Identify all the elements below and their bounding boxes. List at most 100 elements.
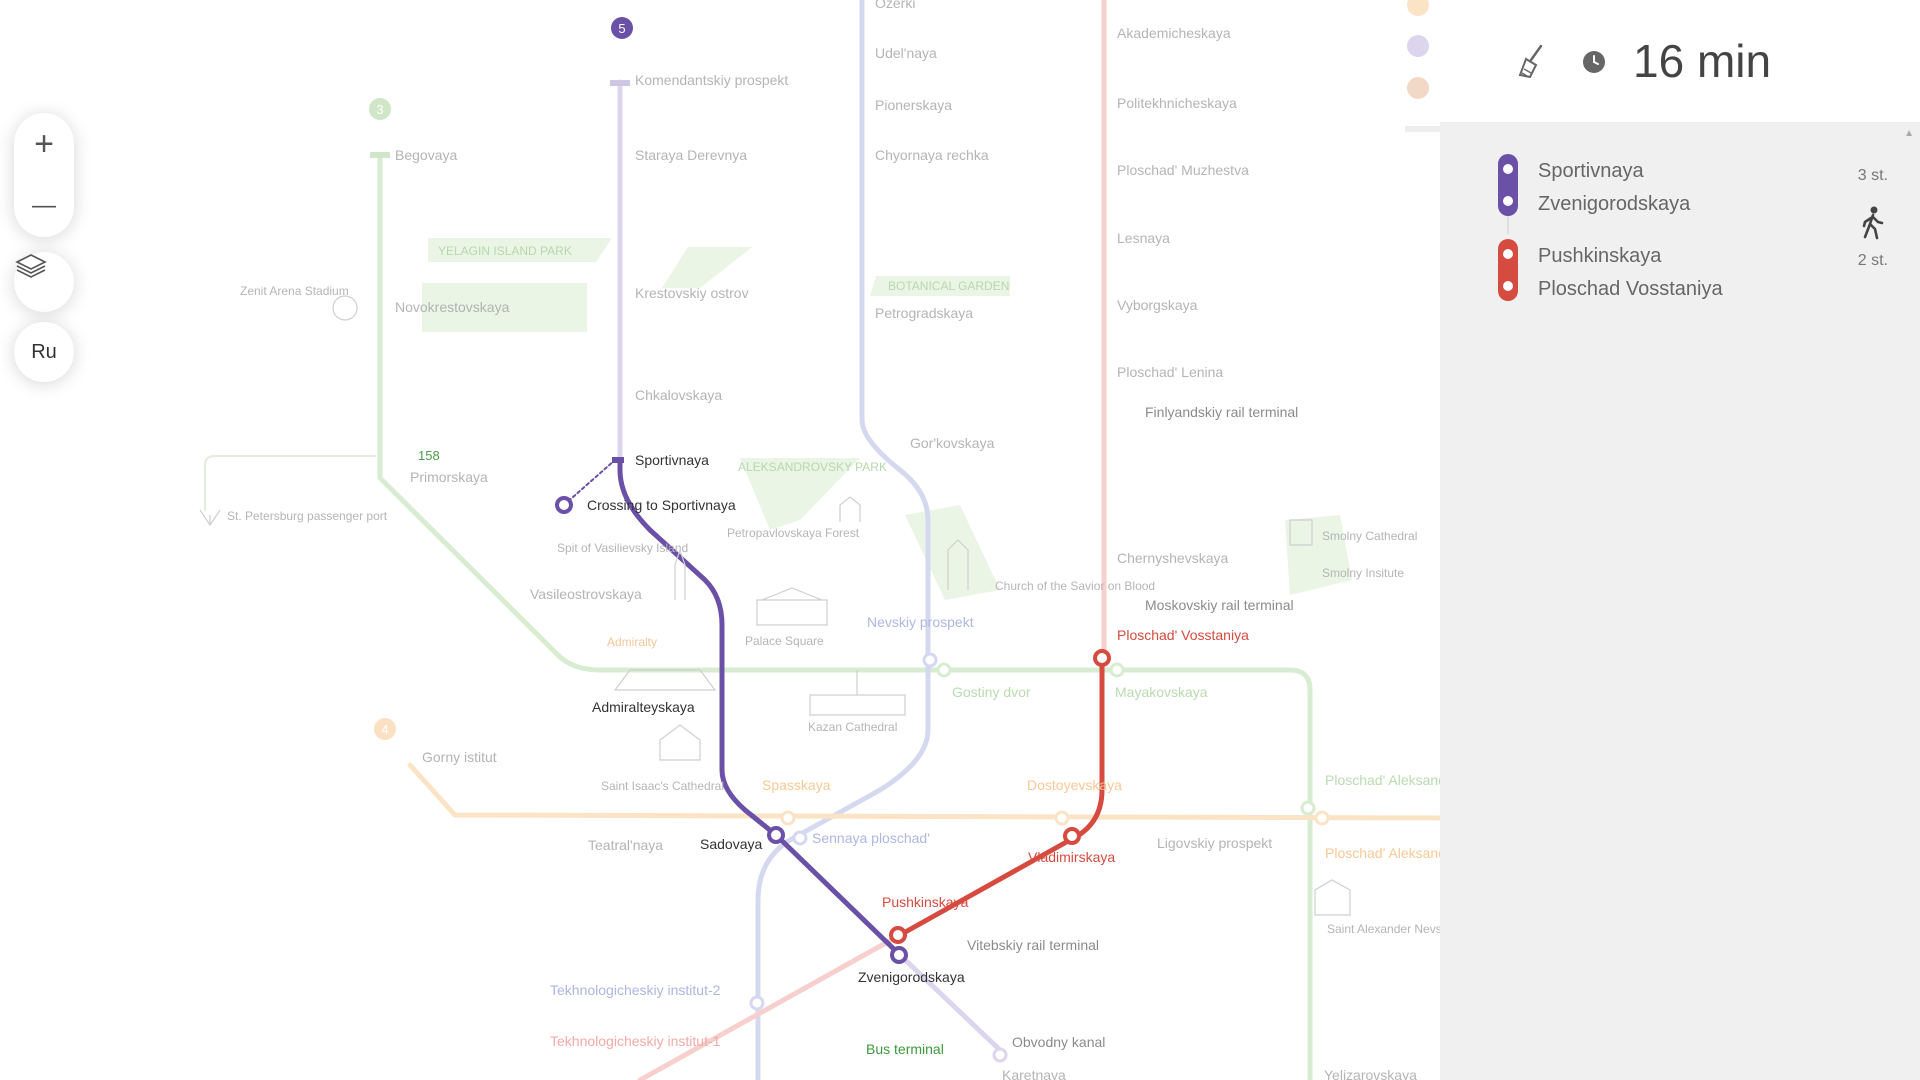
line-4-path: [407, 762, 1440, 821]
zoom-control: + —: [14, 113, 74, 237]
label-sadovaya: Sadovaya: [700, 836, 762, 852]
label-vitebskiy: Vitebskiy rail terminal: [967, 937, 1099, 953]
segment-station-count: 2 st.: [1857, 252, 1888, 269]
palace-icon: [756, 587, 828, 626]
label-spasskaya: Spasskaya: [762, 777, 831, 793]
label-novokrestovskaya: Novokrestovskaya: [395, 299, 510, 315]
label-palace: Palace Square: [745, 634, 824, 648]
label-chyornaya: Chyornaya rechka: [875, 147, 989, 163]
line-5-badge: [611, 17, 633, 39]
route-panel-header: 16 min: [1440, 0, 1920, 122]
label-nevskogo2: Ploschad' Aleksandra Nevskogo: [1325, 845, 1440, 861]
label-port: St. Petersburg passenger port: [227, 509, 388, 523]
park-shape: [662, 247, 752, 288]
station-markers: [370, 80, 1330, 1063]
label-pionerskaya: Pionerskaya: [875, 97, 952, 113]
label-mayakovskaya: Mayakovskaya: [1115, 684, 1208, 700]
metro-map-canvas[interactable]: 5 3 4 Sportivnaya Crossing to Sportivnay…: [0, 0, 1440, 1080]
label-tekhno1: Tekhnologicheskiy institut-1: [550, 1033, 721, 1049]
isaac-cathedral-icon: [659, 724, 701, 761]
station-sadovaya-marker: [767, 826, 785, 844]
zoom-out-button[interactable]: —: [32, 192, 56, 219]
label-obvodny: Obvodny kanal: [1012, 1034, 1105, 1050]
segment-from-station: Sportivnaya: [1538, 160, 1644, 182]
label-zvenigorodskaya: Zvenigorodskaya: [858, 969, 965, 985]
station-pushkinskaya-marker: [889, 926, 907, 944]
label-udelnaya: Udel'naya: [875, 45, 937, 61]
clock-icon: [1583, 51, 1605, 73]
line-5-pill: [1498, 154, 1518, 216]
label-sennaya: Sennaya ploschad': [812, 830, 930, 846]
label-church: Church of the Savior on Blood: [995, 579, 1155, 593]
label-muzhestva: Ploschad' Muzhestva: [1117, 162, 1249, 178]
label-nevskiy: Nevskiy prospekt: [867, 614, 974, 630]
label-vasileostrovskaya: Vasileostrovskaya: [530, 586, 642, 602]
anchor-icon: [199, 509, 221, 527]
label-staraya: Staraya Derevnya: [635, 147, 747, 163]
line-4-badge-label: 4: [381, 722, 388, 737]
park-shape: [905, 505, 1000, 600]
line-5-badge-label: 5: [618, 21, 625, 36]
label-vladimirskaya: Vladimirskaya: [1028, 849, 1115, 865]
label-lenina: Ploschad' Lenina: [1117, 364, 1223, 380]
segment-to-station: Ploschad Vosstaniya: [1538, 278, 1723, 300]
line-3-badge: [369, 98, 391, 120]
label-smolny-institute: Smolny Insitute: [1322, 566, 1404, 580]
line-4-badge: [374, 718, 396, 740]
line-3-path: [377, 152, 1313, 1080]
label-begovaya: Begovaya: [395, 147, 457, 163]
label-kazan: Kazan Cathedral: [808, 720, 897, 734]
line-2-path: [755, 0, 931, 1080]
walking-person-icon: [1862, 206, 1884, 240]
zoom-in-button[interactable]: +: [34, 124, 54, 163]
label-gorny: Gorny istitut: [422, 749, 497, 765]
label-yelizarovskaya: Yelizarovskaya: [1324, 1067, 1417, 1080]
label-yelagin: YELAGIN ISLAND PARK: [438, 244, 572, 258]
label-pushkinskaya: Pushkinskaya: [882, 894, 969, 910]
label-vosstaniya: Ploschad' Vosstaniya: [1117, 627, 1249, 643]
segment-station-count: 3 st.: [1857, 167, 1888, 184]
label-isaac: Saint Isaac's Cathedral: [601, 779, 724, 793]
label-admiralteyskaya: Admiralteyskaya: [592, 699, 695, 715]
label-finlyandskiy: Finlyandskiy rail terminal: [1145, 404, 1298, 420]
station-vosstaniya-marker: [1093, 649, 1111, 667]
broom-icon: [1518, 44, 1543, 79]
layers-button[interactable]: [14, 252, 74, 312]
label-dostoyevskaya: Dostoyevskaya: [1027, 777, 1122, 793]
label-smolny-cathedral: Smolny Cathedral: [1322, 529, 1417, 543]
metro-map[interactable]: 5 3 4 Sportivnaya Crossing to Sportivnay…: [0, 0, 1440, 1080]
label-teatralnaya: Teatral'naya: [588, 837, 663, 853]
label-petrogradskaya: Petrogradskaya: [875, 305, 973, 321]
line-3-badge-label: 3: [376, 102, 383, 117]
station-vladimirskaya-marker: [1063, 827, 1081, 845]
label-bus-route: 158: [418, 448, 440, 463]
layers-icon: [15, 254, 47, 278]
label-petropavlovskaya: Petropavlovskaya Forest: [727, 526, 860, 540]
church-icon: [947, 539, 969, 590]
label-sportivnaya: Sportivnaya: [635, 452, 709, 468]
station-zvenigorodskaya-marker: [890, 946, 908, 964]
stadium-icon: [332, 295, 358, 321]
time-indicator: [1572, 40, 1616, 84]
label-politekhnicheskaya: Politekhnicheskaya: [1117, 95, 1237, 111]
label-komendantskiy: Komendantskiy prospekt: [635, 72, 788, 88]
scroll-up-arrow[interactable]: ▲: [1904, 128, 1914, 139]
language-button[interactable]: Ru: [14, 322, 74, 382]
cathedral-icon: [809, 670, 906, 716]
label-crossing: Crossing to Sportivnaya: [587, 497, 736, 513]
park-shape: [1285, 515, 1352, 595]
bridge-icon: [839, 496, 861, 522]
label-vyborgskaya: Vyborgskaya: [1117, 297, 1198, 313]
route-panel: 16 min ▲ Sportivnaya Zvenigorodskaya 3 s…: [1440, 0, 1920, 1080]
clear-route-button[interactable]: [1512, 40, 1556, 84]
label-ligovskiy: Ligovskiy prospekt: [1157, 835, 1272, 851]
line-1-pill: [1498, 239, 1518, 301]
park-shape: [740, 458, 860, 530]
park-shape: [422, 283, 587, 332]
label-akademicheskaya: Akademicheskaya: [1117, 25, 1231, 41]
active-route-purple: [617, 457, 903, 958]
crossing-walk-path: [563, 459, 616, 506]
label-chernyshevskaya: Chernyshevskaya: [1117, 550, 1228, 566]
label-bus-terminal: Bus terminal: [866, 1041, 944, 1057]
park-shape: [428, 238, 612, 262]
